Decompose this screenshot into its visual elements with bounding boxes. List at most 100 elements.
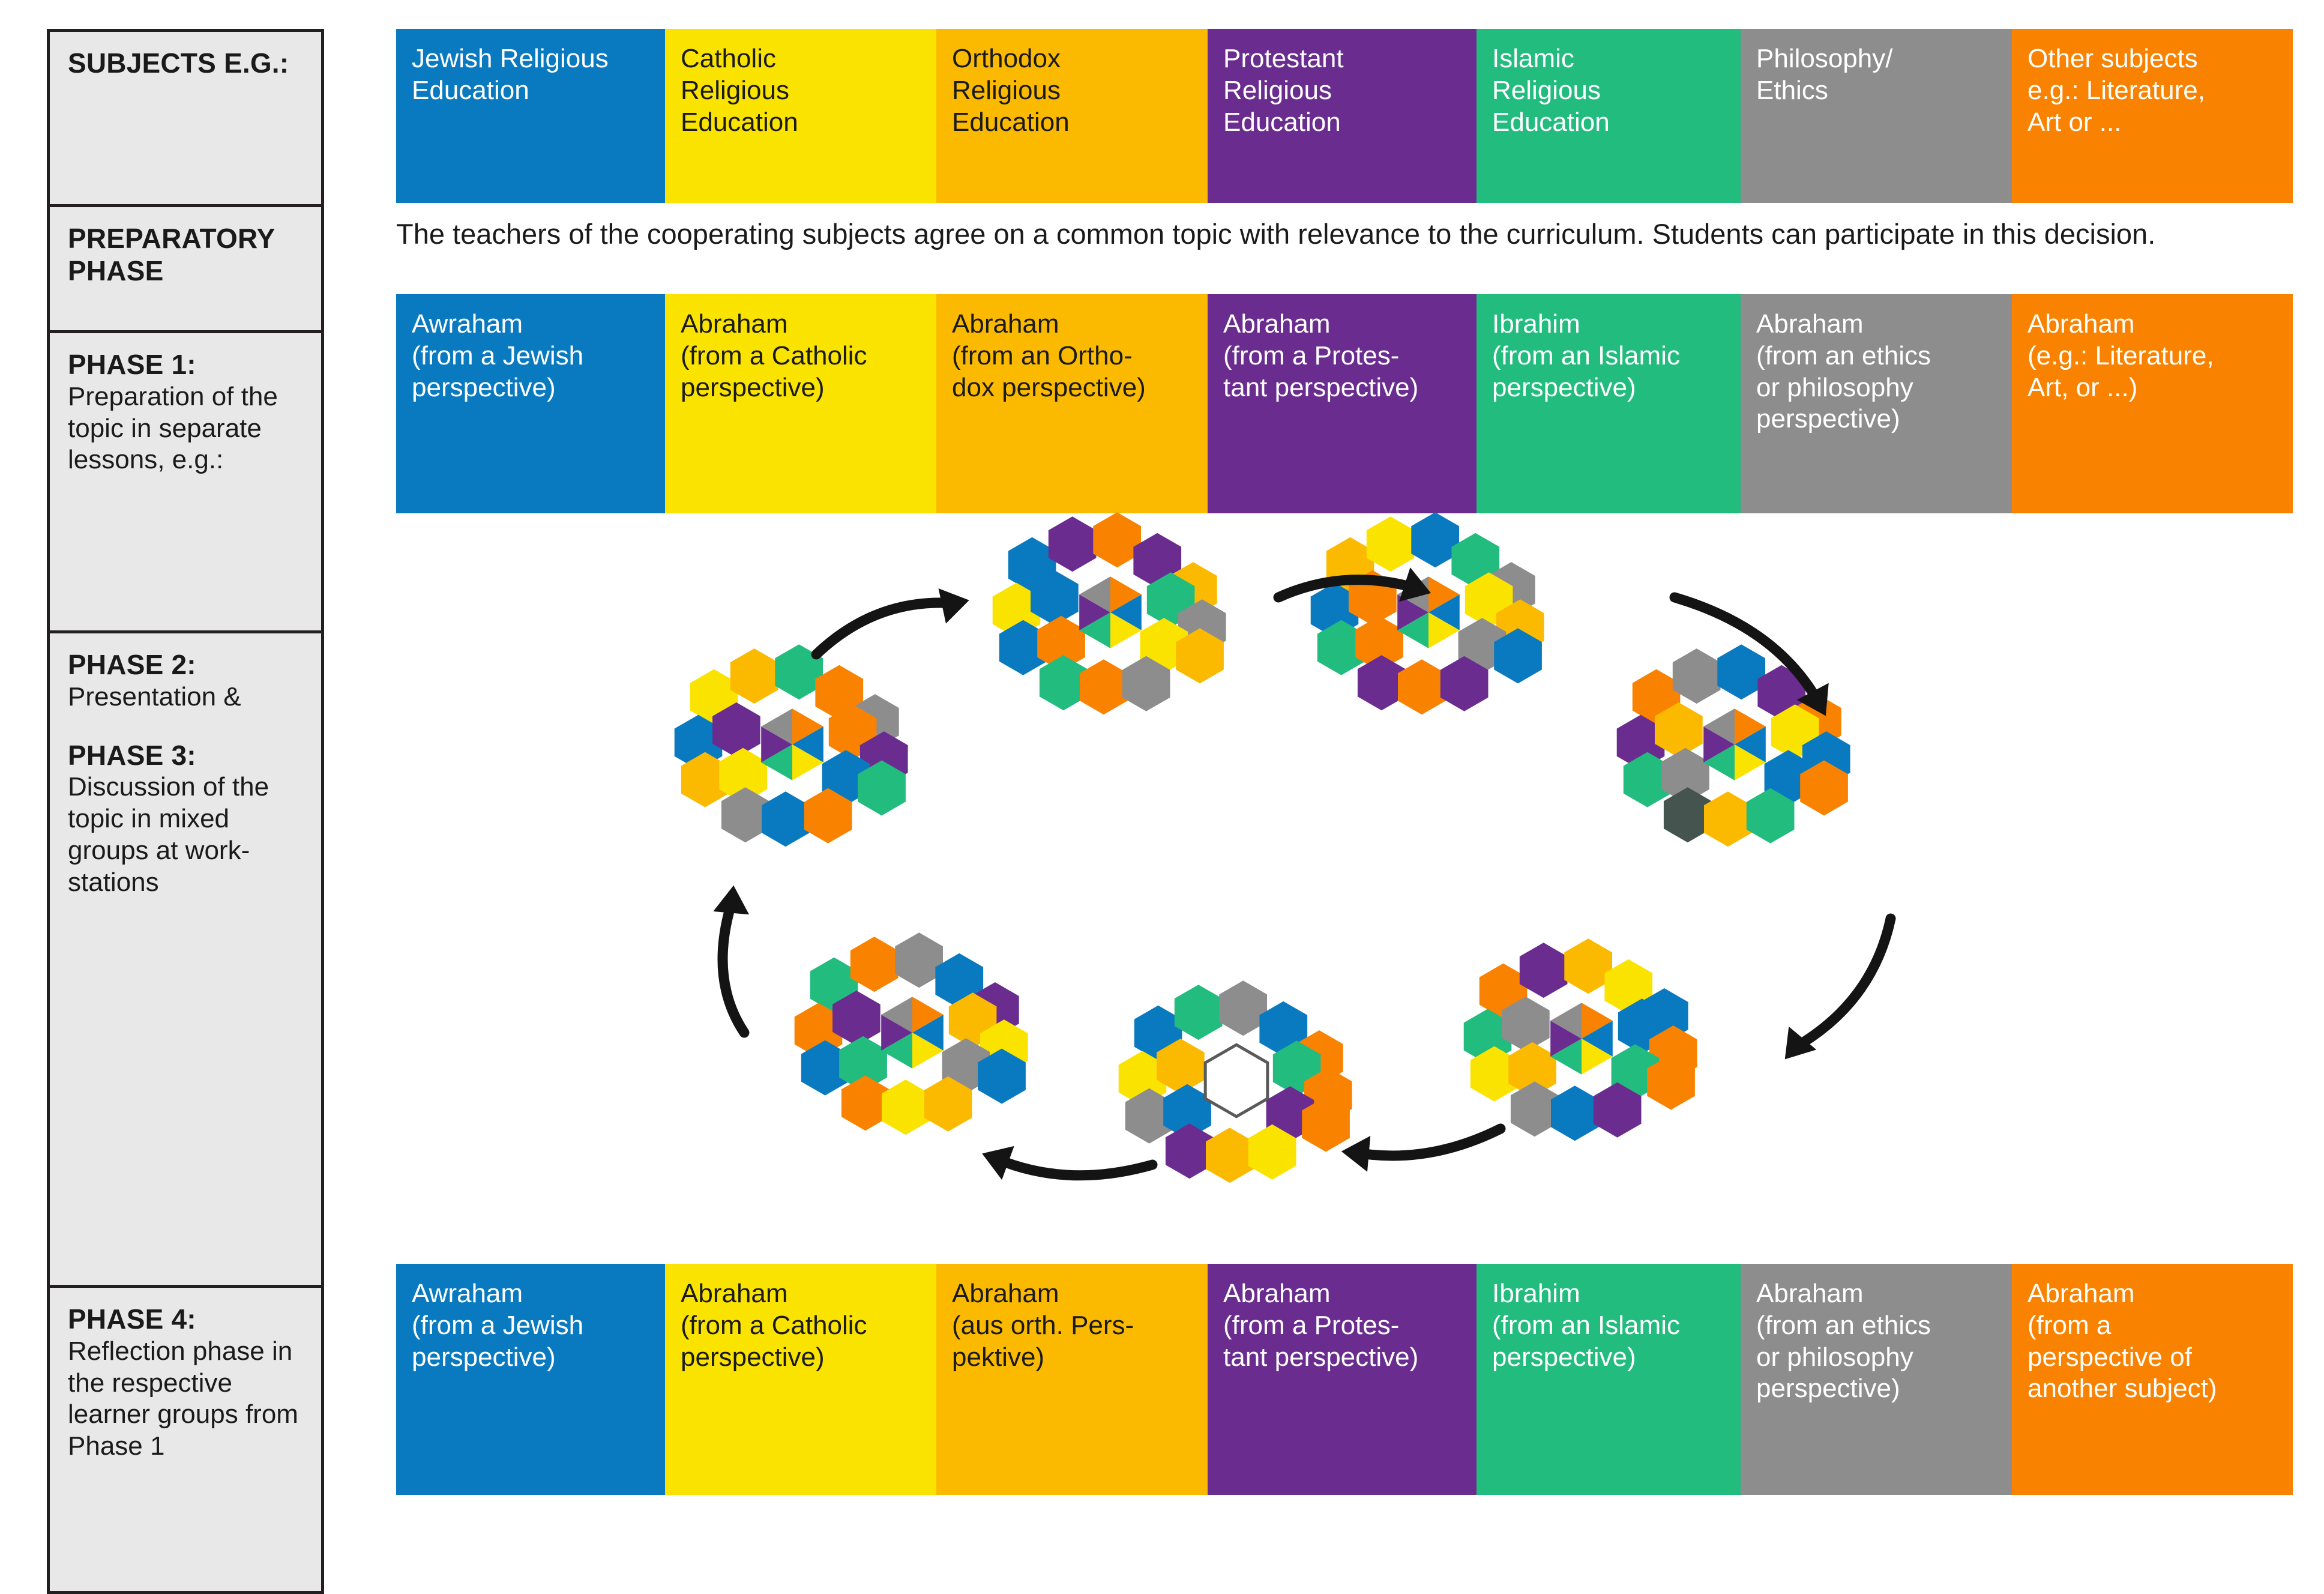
cycle-arrow-head (1341, 1135, 1371, 1172)
hexagon-tile (1800, 760, 1848, 816)
hexagon-tile (1623, 752, 1672, 808)
phase1-jewish-line-3: perspective) (412, 372, 556, 402)
center-hexagon-wedge (1428, 576, 1460, 612)
sidebar-phase1-title: PHASE 1: (68, 349, 196, 380)
hexagon-tile (1357, 655, 1406, 711)
center-hexagon-wedge (1550, 1003, 1582, 1039)
phase1-philosophy-line-3: or philosophy (1756, 372, 1913, 402)
phase4-protestant-line-3: tant perspective) (1223, 1342, 1419, 1372)
hexagon-tile (1661, 747, 1709, 803)
center-hexagon-wedge (881, 1015, 912, 1051)
center-hexagon-wedge (1397, 612, 1428, 648)
hexagon-tile (1655, 702, 1703, 758)
hexagon-cluster-7 (794, 932, 1028, 1135)
islamic-religious-education-line-2: Religious (1492, 75, 1601, 105)
phase1-block-other: Abraham(e.g.: Literature,Art, or ...) (2012, 294, 2293, 513)
phase1-philosophy-line-1: Abraham (1756, 309, 1864, 339)
cycle-arrow-head (1399, 567, 1431, 602)
philosophy-ethics-line-2: Ethics (1756, 75, 1828, 105)
phase1-philosophy-line-4: perspective) (1756, 404, 1900, 434)
cycle-arrow-shaft (811, 597, 960, 660)
center-hexagon-wedge (1110, 576, 1142, 612)
center-hexagon-wedge (1428, 594, 1460, 630)
center-hexagon-wedge (912, 1033, 944, 1069)
phase1-block-orthodox: Abraham(from an Ortho-dox perspective) (936, 294, 1208, 513)
hexagon-tile (1248, 1124, 1296, 1180)
protestant-religious-education-line-3: Education (1223, 107, 1341, 137)
hexagon-tile (719, 747, 767, 803)
phase4-islamic-line-1: Ibrahim (1492, 1279, 1580, 1308)
hexagon-tile (895, 932, 943, 988)
phase4-other-line-3: perspective of (2027, 1342, 2192, 1372)
hexagon-tile (1470, 1046, 1519, 1102)
phase1-other-line-1: Abraham (2027, 309, 2135, 339)
sidebar-preparatory-title: PREPARATORY PHASE (68, 223, 275, 286)
phase4-block-orthodox: Abraham(aus orth. Pers-pektive) (936, 1264, 1208, 1495)
phase1-islamic-line-1: Ibrahim (1492, 309, 1580, 339)
hexagon-tile (999, 620, 1047, 675)
phase4-philosophy-line-4: perspective) (1756, 1374, 1900, 1404)
cycle-svg (674, 512, 1896, 1183)
center-hexagon-wedge (1703, 708, 1735, 744)
center-hexagon-wedge (881, 997, 912, 1033)
center-hexagon-wedge (1428, 612, 1460, 648)
hexagon-tile (681, 752, 729, 808)
hexagon-tile (1165, 1123, 1214, 1179)
hexagon-tile (841, 1075, 890, 1131)
center-hexagon-wedge (1735, 708, 1766, 744)
phase4-philosophy-line-2: (from an ethics (1756, 1310, 1931, 1340)
hexagon-tile (1564, 938, 1612, 994)
hexagon-tile (978, 1048, 1026, 1104)
phase1-jewish-line-1: Awraham (412, 309, 523, 339)
subject-block-philosophy: Philosophy/Ethics (1741, 29, 2012, 203)
phase4-other-line-2: (from a (2027, 1310, 2112, 1340)
phase4-protestant-line-2: (from a Protes- (1223, 1310, 1400, 1340)
hexagon-tile (730, 648, 778, 704)
sidebar-phase1-body: Preparation of the topic in separate les… (68, 381, 278, 475)
phase4-philosophy-line-1: Abraham (1756, 1279, 1864, 1308)
phase1-orthodox-line-2: (from an Ortho- (952, 340, 1133, 370)
phase1-protestant-line-2: (from a Protes- (1223, 340, 1400, 370)
phase1-catholic-line-1: Abraham (681, 309, 788, 339)
islamic-religious-education-line-3: Education (1492, 107, 1610, 137)
phase4-orthodox-line-3: pektive) (952, 1342, 1045, 1372)
cycle-arrow-shaft (1351, 1123, 1506, 1161)
other-subjects-line-3: Art or ... (2027, 107, 2122, 137)
hexagon-tile (1206, 1128, 1254, 1183)
center-hexagon-wedge (1582, 1003, 1613, 1039)
islamic-religious-education-line-1: Islamic (1492, 44, 1574, 73)
hexagon-tile (1176, 628, 1224, 684)
hexagon-cluster-4 (1616, 644, 1850, 847)
hexagon-tile (1398, 659, 1446, 715)
hexagon-tile (1508, 1042, 1556, 1097)
hexagon-cluster-2 (992, 512, 1226, 715)
cycle-arrow-head (982, 1146, 1014, 1180)
hexagon-tile (721, 787, 769, 843)
hexagon-tile (1039, 655, 1088, 711)
phase1-other-line-2: (e.g.: Literature, (2027, 340, 2214, 370)
hexagon-tile (1519, 943, 1568, 998)
protestant-religious-education-line-2: Religious (1223, 75, 1332, 105)
center-hexagon-wedge (881, 1033, 912, 1069)
sidebar-cell-subjects: SUBJECTS E.G.: (50, 32, 321, 207)
sidebar-phase2-body: Presentation & (68, 681, 241, 711)
hexagon-cluster-6 (1118, 980, 1352, 1183)
hexagon-tile (1174, 985, 1223, 1040)
phase4-philosophy-line-3: or philosophy (1756, 1342, 1913, 1372)
hexagon-tile (1048, 516, 1097, 572)
phase1-islamic-line-3: perspective) (1492, 372, 1636, 402)
sidebar-phase2-title: PHASE 2: (68, 649, 196, 680)
hexagon-tile (1093, 512, 1141, 568)
catholic-religious-education-line-2: Religious (681, 75, 789, 105)
phase1-protestant-line-3: tant perspective) (1223, 372, 1419, 402)
phase1-catholic-line-3: perspective) (681, 372, 825, 402)
workstation-cycle-diagram (396, 504, 2293, 1249)
phase4-orthodox-line-2: (aus orth. Pers- (952, 1310, 1134, 1340)
